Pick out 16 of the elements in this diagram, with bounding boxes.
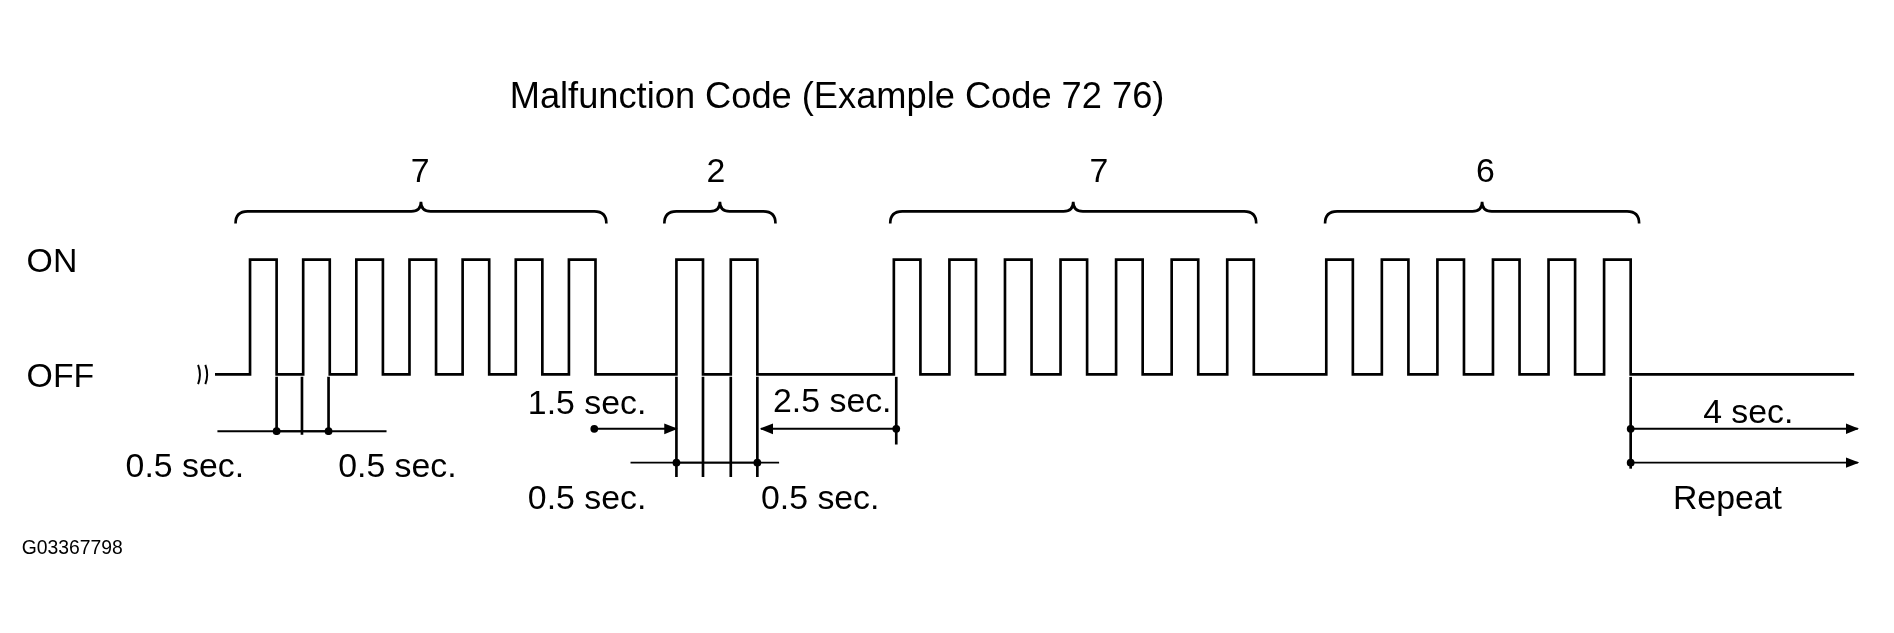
duration-label: 2.5 sec. — [773, 384, 892, 418]
group-digit: 7 — [410, 154, 430, 189]
duration-label: 4 sec. — [1703, 395, 1794, 429]
duration-label: 0.5 sec. — [761, 480, 880, 515]
duration-label: 0.5 sec. — [125, 449, 245, 484]
group-digit: 2 — [706, 154, 726, 189]
duration-label: 1.5 sec. — [527, 386, 647, 421]
level-label: OFF — [26, 358, 95, 393]
duration-label: 0.5 sec. — [338, 449, 457, 484]
level-label: ON — [26, 244, 78, 278]
repeat-label: Repeat — [1672, 480, 1782, 515]
duration-label: 0.5 sec. — [527, 480, 647, 515]
diagram-title: Malfunction Code (Example Code 72 76) — [509, 77, 1165, 114]
group-digit: 6 — [1476, 154, 1495, 189]
figure-number: G03367798 — [21, 538, 123, 559]
group-digit: 7 — [1089, 154, 1109, 189]
